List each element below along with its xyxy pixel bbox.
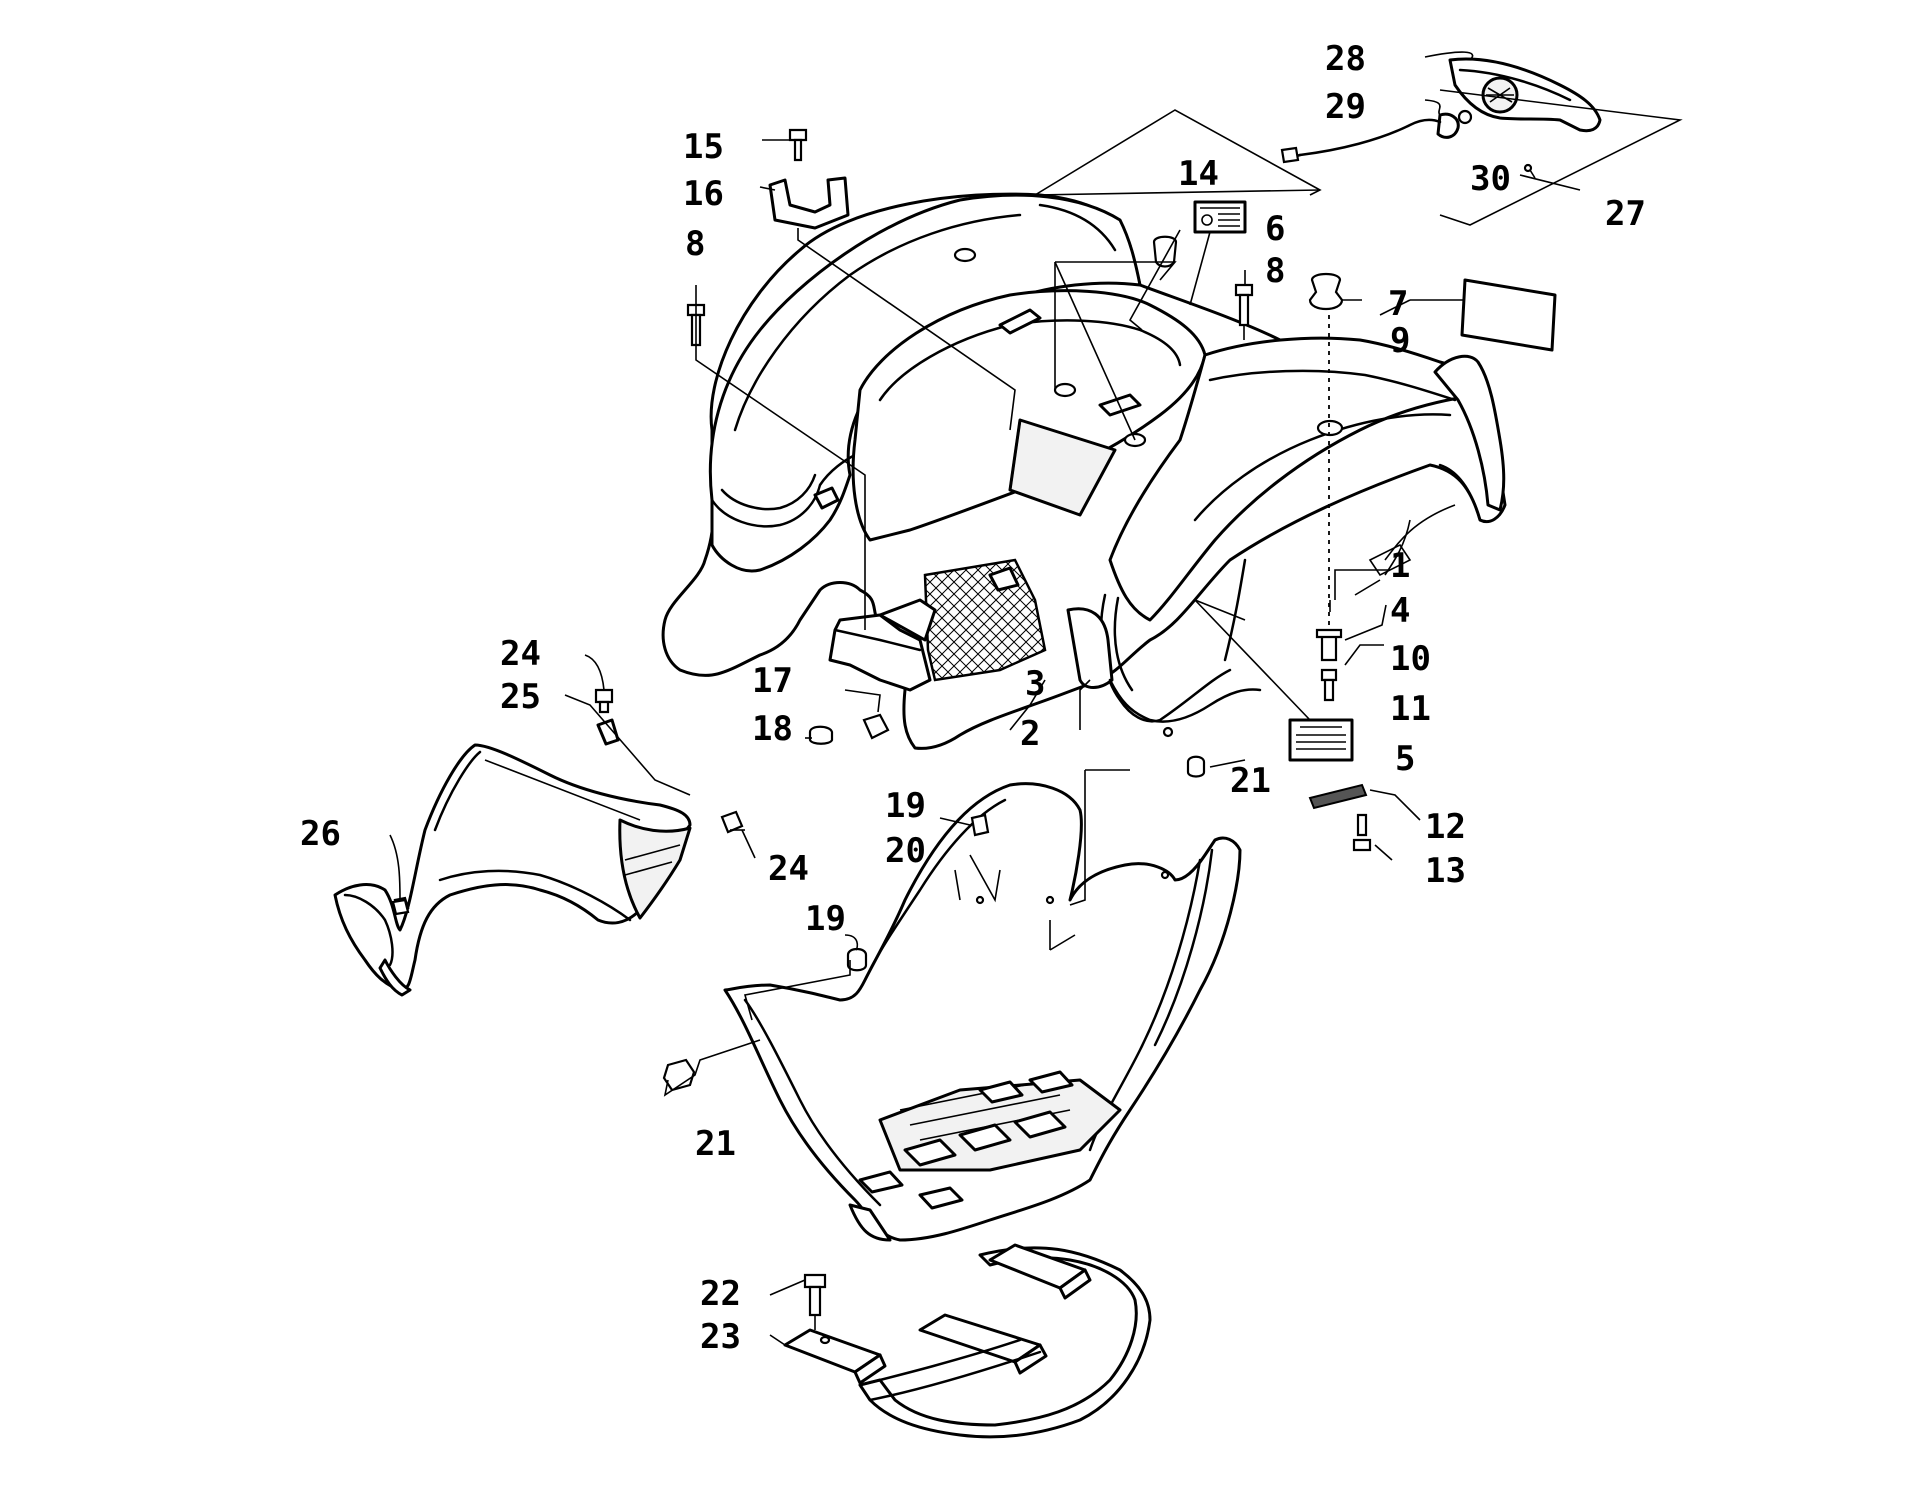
clip-16 [768, 176, 850, 230]
callout-11: 11 [1390, 689, 1431, 729]
callout-27: 27 [1605, 194, 1646, 234]
callout-21-right: 21 [1230, 761, 1271, 801]
callout-2: 2 [1020, 714, 1040, 754]
bolt-22 [803, 1273, 827, 1317]
callout-19-bottom: 19 [805, 899, 846, 939]
screw-13 [1356, 813, 1368, 837]
hardware [391, 128, 1557, 1317]
bolt-15 [788, 128, 808, 162]
reflector-12 [1308, 783, 1368, 810]
spacer-10 [1320, 633, 1338, 662]
leader-lines [389, 51, 1683, 1346]
callout-24-top: 24 [500, 634, 541, 674]
callout-13: 13 [1425, 851, 1466, 891]
callout-22: 22 [700, 1274, 741, 1314]
callout-7: 7 [1388, 284, 1408, 324]
callout-21-left: 21 [695, 1124, 736, 1164]
callout-17: 17 [752, 661, 793, 701]
callout-1: 1 [1390, 546, 1410, 586]
callout-9: 9 [1390, 321, 1410, 361]
callout-8-right: 8 [1265, 251, 1285, 291]
callout-24-right: 24 [768, 849, 809, 889]
nut-21-left [662, 1058, 696, 1092]
screw-19-top [970, 813, 990, 837]
nut-24-right [720, 810, 744, 834]
callout-12: 12 [1425, 807, 1466, 847]
bolt-11 [1320, 668, 1338, 682]
decal-7 [1460, 278, 1557, 352]
clip-26 [391, 898, 410, 916]
callout-10: 10 [1390, 639, 1431, 679]
callout-30: 30 [1470, 159, 1511, 199]
callout-25: 25 [500, 677, 541, 717]
callout-6: 6 [1265, 209, 1285, 249]
taillight-assembly [1280, 57, 1602, 173]
callout-19-top: 19 [885, 786, 926, 826]
callout-23: 23 [700, 1317, 741, 1357]
bolt-24-top [594, 688, 614, 704]
footrest [783, 1243, 1152, 1439]
callout-28: 28 [1325, 39, 1366, 79]
callout-15: 15 [683, 127, 724, 167]
callout-8-left: 8 [685, 224, 705, 264]
callout-3: 3 [1025, 664, 1045, 704]
nut-21-right [1186, 755, 1206, 778]
callout-labels: 1 2 3 4 5 6 7 8 8 9 10 11 12 13 14 15 16… [300, 39, 1646, 1357]
label-5 [1288, 718, 1354, 762]
callout-5: 5 [1395, 739, 1415, 779]
callout-29: 29 [1325, 87, 1366, 127]
clip-17 [862, 713, 890, 740]
rear-fender [661, 192, 1507, 750]
grommet-9 [1308, 272, 1344, 311]
callout-20: 20 [885, 831, 926, 871]
callout-16: 16 [683, 174, 724, 214]
footwell [723, 782, 1242, 1242]
callout-14: 14 [1178, 154, 1219, 194]
callout-18: 18 [752, 709, 793, 749]
callout-4: 4 [1390, 591, 1410, 631]
clip-18 [808, 725, 834, 745]
side-panel [333, 718, 692, 997]
callout-26: 26 [300, 814, 341, 854]
bolt-8-right [1234, 283, 1254, 327]
